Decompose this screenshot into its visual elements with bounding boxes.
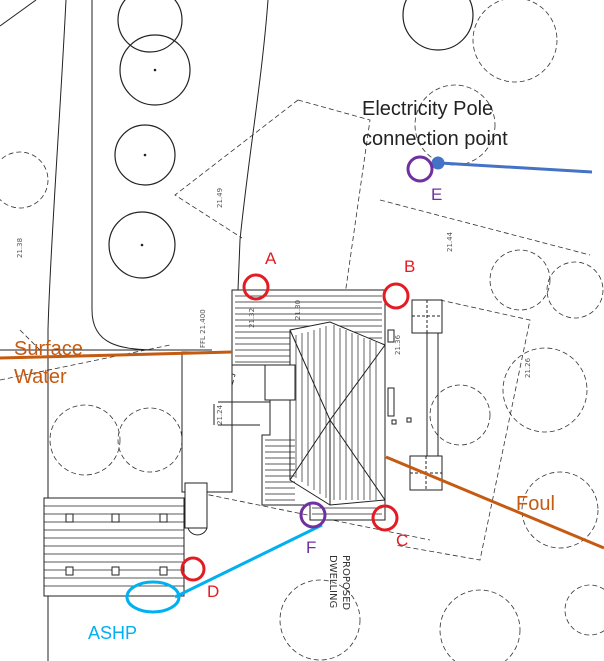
link-block — [181, 351, 270, 536]
level-21-44: 21.44 — [446, 231, 454, 252]
foul-line — [385, 455, 604, 550]
label-e: E — [431, 185, 442, 204]
proposed-text: PROPOSED — [340, 555, 351, 610]
foul-label: Foul — [516, 493, 555, 515]
marker-b-circle — [382, 282, 410, 310]
outbuilding — [43, 497, 185, 597]
ashp-line — [174, 523, 323, 599]
ashp-unit-ellipse — [125, 580, 181, 614]
label-b: B — [404, 257, 415, 276]
level-21-24: 21.24 — [216, 404, 224, 425]
level-21-32: 21.32 — [248, 308, 256, 328]
label-f: F — [306, 538, 316, 557]
level-21-49: 21.49 — [216, 188, 224, 208]
label-c: C — [396, 531, 408, 550]
site-boundary-lines — [0, 0, 269, 661]
ashp-label: ASHP — [88, 623, 137, 643]
main-dwelling-roof — [231, 289, 386, 521]
marker-c-circle — [371, 504, 399, 532]
electricity-line — [439, 161, 593, 174]
level-21-36: 21.36 — [394, 334, 402, 355]
label-a: A — [265, 249, 277, 268]
electricity-pole-dot — [431, 156, 445, 170]
dwelling-text: DWELLING — [327, 555, 338, 608]
tree-center-dots — [140, 68, 157, 247]
level-ffl: FFL 21.400 — [199, 309, 207, 348]
level-21-38: 21.38 — [16, 238, 24, 258]
surface-label: Surface — [14, 338, 83, 360]
marker-f-circle — [299, 501, 327, 529]
electricity-pole-label: Electricity Pole — [362, 98, 493, 120]
water-label: Water — [14, 366, 67, 388]
proposed-dwelling-label: PROPOSED DWELLING — [327, 555, 351, 610]
surface-water-line — [0, 350, 233, 360]
level-21-30: 21.30 — [294, 300, 302, 320]
label-d: D — [207, 582, 219, 601]
marker-e-circle — [406, 155, 434, 183]
connection-point-label: connection point — [362, 128, 508, 150]
marker-a-circle — [242, 273, 270, 301]
marker-d-circle — [180, 556, 206, 582]
solid-trees — [108, 0, 474, 279]
level-21-26: 21.26 — [524, 357, 532, 378]
